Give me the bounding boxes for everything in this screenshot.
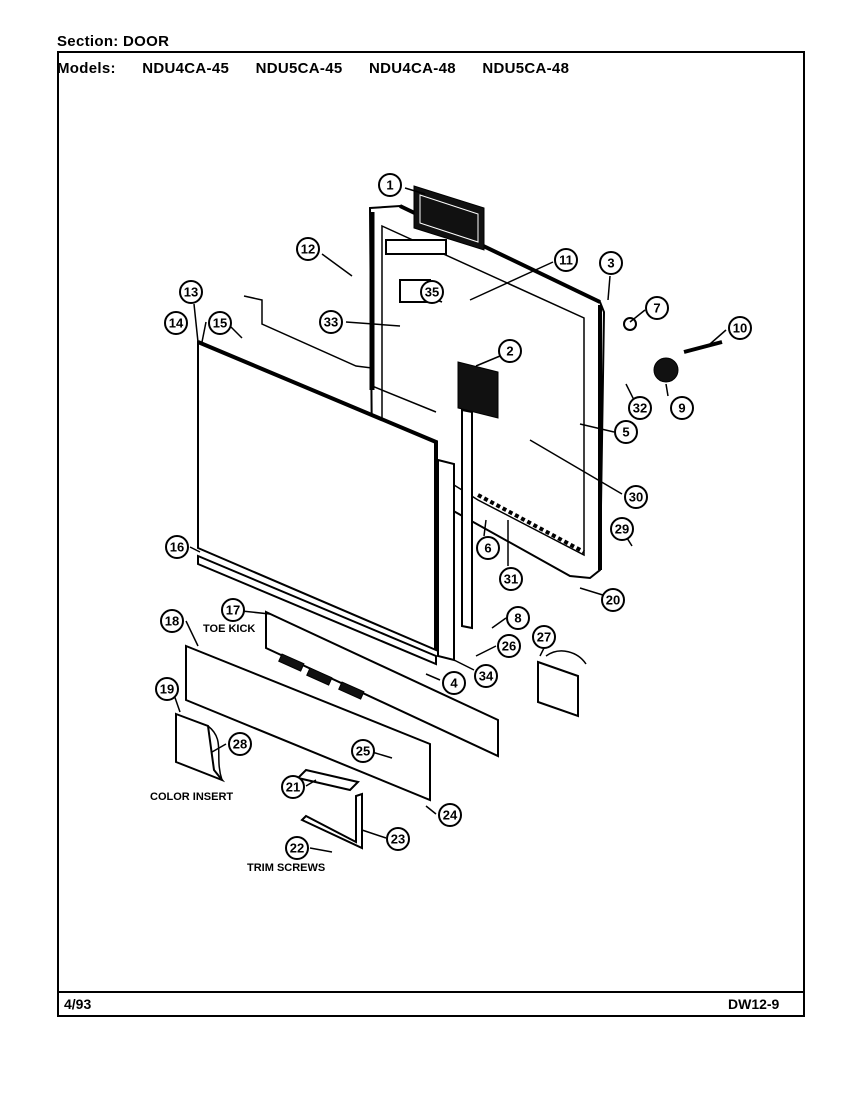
drawing-code: DW12-9 (728, 996, 780, 1012)
callout-34: 34 (474, 664, 498, 688)
callout-28: 28 (228, 732, 252, 756)
svg-text:8: 8 (514, 611, 521, 626)
callout-13: 13 (179, 280, 203, 304)
svg-text:20: 20 (606, 593, 620, 608)
svg-text:23: 23 (391, 832, 405, 847)
knob-parts (623, 317, 723, 383)
footer-divider (57, 991, 805, 993)
svg-text:6: 6 (484, 541, 491, 556)
svg-text:30: 30 (629, 490, 643, 505)
svg-text:13: 13 (184, 285, 198, 300)
kickplate-panel (185, 644, 431, 802)
color-insert-panel (175, 712, 226, 783)
svg-text:12: 12 (301, 242, 315, 257)
svg-text:32: 32 (633, 401, 647, 416)
callout-22: 22 (285, 836, 309, 860)
svg-text:21: 21 (286, 780, 300, 795)
callout-3: 3 (599, 251, 623, 275)
callout-6: 6 (476, 536, 500, 560)
models-label: Models: (57, 60, 116, 77)
callout-23: 23 (386, 827, 410, 851)
callout-15: 15 (208, 311, 232, 335)
diagram-frame (57, 51, 805, 1017)
model-number: NDU4CA-48 (368, 60, 456, 77)
toe-kick-label: TOE KICK (203, 623, 255, 635)
callout-29: 29 (610, 517, 634, 541)
callout-21: 21 (281, 775, 305, 799)
toe-kick-panel (265, 610, 499, 758)
trim-screws-label: TRIM SCREWS (247, 862, 325, 874)
door-strip (437, 408, 473, 662)
callout-11: 11 (554, 248, 578, 272)
trim-bracket (296, 768, 363, 850)
svg-text:34: 34 (479, 669, 494, 684)
callout-19: 19 (155, 677, 179, 701)
vent-part (413, 185, 485, 251)
callout-26: 26 (497, 634, 521, 658)
callout-5: 5 (614, 420, 638, 444)
callout-7: 7 (645, 296, 669, 320)
section-header: Section: DOOR (57, 33, 169, 50)
callout-32: 32 (628, 396, 652, 420)
svg-text:5: 5 (622, 425, 629, 440)
model-number: NDU5CA-45 (255, 60, 343, 77)
svg-text:24: 24 (443, 808, 458, 823)
svg-text:1: 1 (386, 178, 393, 193)
svg-text:25: 25 (356, 744, 370, 759)
svg-text:3: 3 (607, 256, 614, 271)
callout-20: 20 (601, 588, 625, 612)
callout-14: 14 (164, 311, 188, 335)
callout-1: 1 (378, 173, 402, 197)
svg-text:27: 27 (537, 630, 551, 645)
callout-8: 8 (506, 606, 530, 630)
svg-text:18: 18 (165, 614, 179, 629)
callout-33: 33 (319, 310, 343, 334)
svg-text:4: 4 (450, 676, 458, 691)
callout-9: 9 (670, 396, 694, 420)
svg-text:28: 28 (233, 737, 247, 752)
callout-16: 16 (165, 535, 189, 559)
section-label: Section: (57, 33, 119, 50)
model-number: NDU4CA-45 (142, 60, 230, 77)
svg-text:2: 2 (506, 344, 513, 359)
svg-text:14: 14 (169, 316, 184, 331)
svg-text:9: 9 (678, 401, 685, 416)
svg-text:16: 16 (170, 540, 184, 555)
callout-18: 18 (160, 609, 184, 633)
callout-4: 4 (442, 671, 466, 695)
liner-panel (243, 295, 437, 413)
svg-text:29: 29 (615, 522, 629, 537)
trim-strip (197, 554, 437, 666)
svg-text:26: 26 (502, 639, 516, 654)
svg-text:33: 33 (324, 315, 338, 330)
svg-text:10: 10 (733, 321, 747, 336)
section-value: DOOR (123, 33, 170, 50)
callout-25: 25 (351, 739, 375, 763)
callout-30: 30 (624, 485, 648, 509)
callout-10: 10 (728, 316, 752, 340)
outer-door-panel (197, 340, 438, 652)
svg-text:35: 35 (425, 285, 439, 300)
callout-31: 31 (499, 567, 523, 591)
svg-text:15: 15 (213, 316, 227, 331)
model-number: NDU5CA-48 (482, 60, 570, 77)
models-header: Models: NDU4CA-45 NDU5CA-45 NDU4CA-48 ND… (57, 60, 591, 77)
callout-24: 24 (438, 803, 462, 827)
svg-text:19: 19 (160, 682, 174, 697)
latch-part (457, 361, 499, 419)
callout-2: 2 (498, 339, 522, 363)
callout-27: 27 (532, 625, 556, 649)
color-insert-label: COLOR INSERT (150, 791, 233, 803)
callout-35: 35 (420, 280, 444, 304)
date-code: 4/93 (64, 996, 92, 1012)
svg-text:31: 31 (504, 572, 518, 587)
svg-text:17: 17 (226, 603, 240, 618)
callout-17: 17 (221, 598, 245, 622)
svg-text:22: 22 (290, 841, 304, 856)
callout-12: 12 (296, 237, 320, 261)
access-cover (537, 650, 587, 718)
svg-text:11: 11 (559, 253, 573, 268)
svg-text:7: 7 (653, 301, 660, 316)
